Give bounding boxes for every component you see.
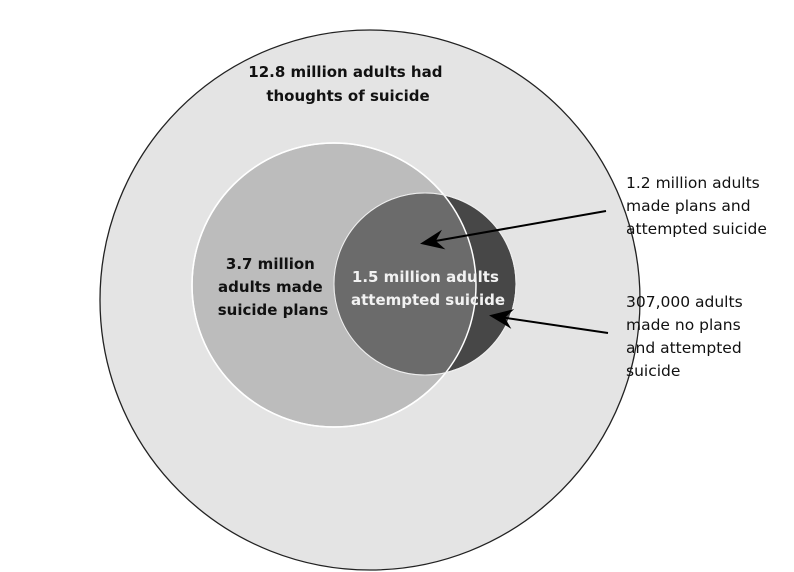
attempted-label: 1.5 million adults attempted suicide	[351, 268, 505, 309]
plans-circle-outline	[191, 142, 477, 428]
arrow-unplanned-attempt	[489, 309, 609, 334]
attempt-circle-outline	[333, 192, 517, 376]
arrow-planned-attempt	[420, 210, 607, 250]
plans-label: 3.7 million adults made suicide plans	[218, 255, 329, 319]
unplanned-attempt-annotation: 307,000 adults made no plans and attempt…	[626, 293, 748, 380]
planned-attempt-annotation: 1.2 million adults made plans and attemp…	[626, 174, 767, 238]
thoughts-label: 12.8 million adults had thoughts of suic…	[248, 63, 447, 105]
